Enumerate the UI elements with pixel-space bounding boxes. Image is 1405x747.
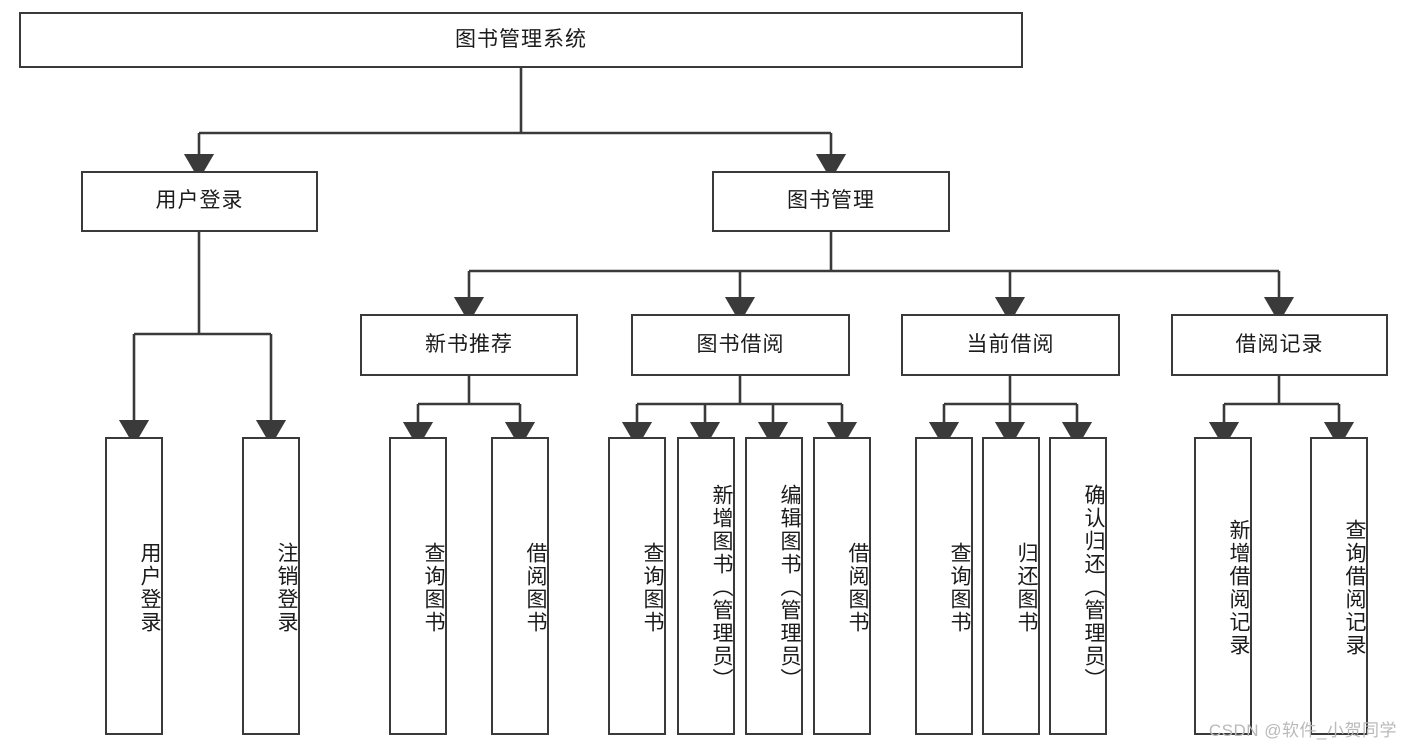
node-label: 归还图书 <box>1015 542 1038 634</box>
node-label: 确认归还（管理员） <box>1082 483 1105 691</box>
node-label: 新书推荐 <box>425 332 513 356</box>
node-label: 图书借阅 <box>696 332 785 356</box>
leaf-add-borrow-record[interactable]: 新增借阅记录 <box>1194 437 1252 735</box>
node-label: 图书管理系统 <box>455 27 587 51</box>
leaf-borrow-book[interactable]: 借阅图书 <box>813 437 871 735</box>
node-label: 查询图书 <box>641 542 664 634</box>
node-label: 借阅记录 <box>1235 332 1324 356</box>
node-label: 新增借阅记录 <box>1227 519 1250 657</box>
leaf-borrow-book-recommend[interactable]: 借阅图书 <box>491 437 549 735</box>
leaf-confirm-return-admin[interactable]: 确认归还（管理员） <box>1049 437 1107 735</box>
node-book-borrow[interactable]: 图书借阅 <box>631 314 850 376</box>
node-label: 当前借阅 <box>966 332 1055 356</box>
node-label: 借阅图书 <box>846 542 869 634</box>
node-root-system[interactable]: 图书管理系统 <box>19 12 1023 68</box>
node-label: 查询借阅记录 <box>1343 519 1366 657</box>
node-label: 图书管理 <box>787 189 875 213</box>
leaf-user-login[interactable]: 用户登录 <box>105 437 163 735</box>
node-borrow-record[interactable]: 借阅记录 <box>1171 314 1388 376</box>
leaf-query-borrow-record[interactable]: 查询借阅记录 <box>1310 437 1368 735</box>
node-label: 查询图书 <box>948 542 971 634</box>
leaf-return-book[interactable]: 归还图书 <box>982 437 1040 735</box>
node-label: 借阅图书 <box>524 542 547 634</box>
leaf-edit-book-admin[interactable]: 编辑图书（管理员） <box>745 437 803 735</box>
node-label: 用户登录 <box>138 542 161 634</box>
node-book-management[interactable]: 图书管理 <box>712 171 950 232</box>
node-label: 用户登录 <box>155 189 244 213</box>
leaf-query-book-recommend[interactable]: 查询图书 <box>389 437 447 735</box>
leaf-add-book-admin[interactable]: 新增图书（管理员） <box>677 437 735 735</box>
node-new-book-recommend[interactable]: 新书推荐 <box>360 314 578 376</box>
node-user-login[interactable]: 用户登录 <box>81 171 318 232</box>
node-label: 注销登录 <box>275 542 298 634</box>
node-label: 新增图书（管理员） <box>710 483 733 691</box>
node-label: 查询图书 <box>422 542 445 634</box>
leaf-query-book-current[interactable]: 查询图书 <box>915 437 973 735</box>
node-current-borrow[interactable]: 当前借阅 <box>901 314 1120 376</box>
leaf-user-logout[interactable]: 注销登录 <box>242 437 300 735</box>
node-label: 编辑图书（管理员） <box>778 483 801 691</box>
watermark-text: CSDN @软件_小贺同学 <box>1208 721 1397 740</box>
leaf-query-book-borrow[interactable]: 查询图书 <box>608 437 666 735</box>
